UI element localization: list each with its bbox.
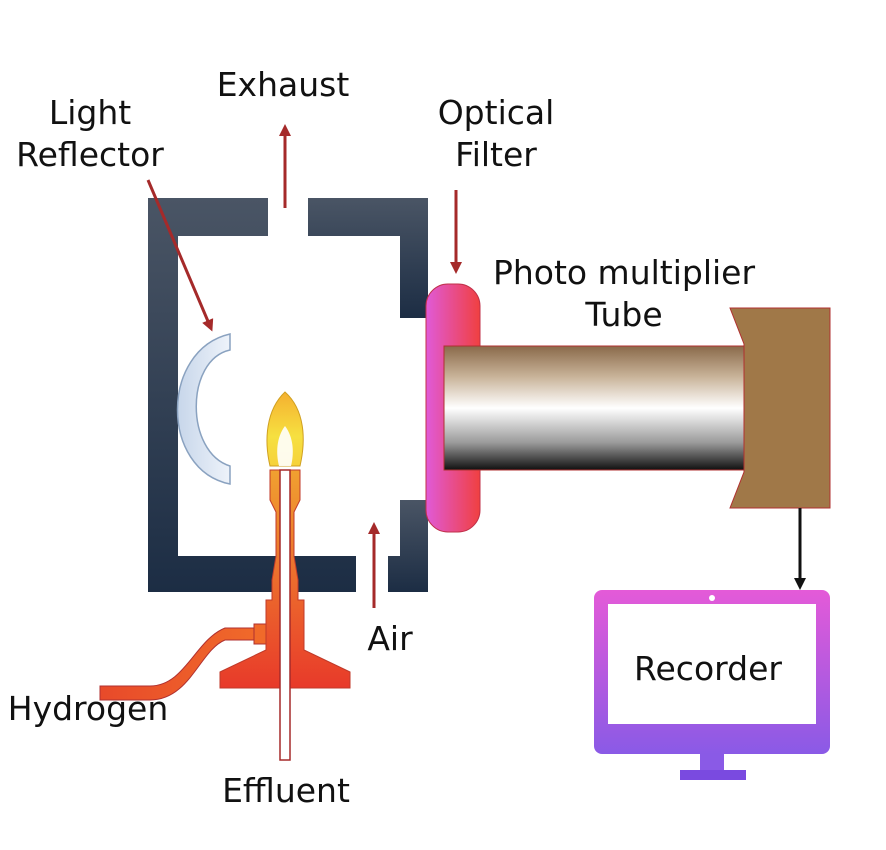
recorder-label: Recorder <box>634 649 782 688</box>
chamber-left-wall <box>148 198 356 592</box>
recorder-monitor: Recorder <box>594 590 830 780</box>
effluent-label: Effluent <box>222 771 350 810</box>
pmt-label-line2: Tube <box>584 295 662 334</box>
light-reflector-label-line2: Reflector <box>16 135 164 174</box>
monitor-neck <box>700 754 724 770</box>
hydrogen-label: Hydrogen <box>8 689 169 728</box>
monitor-stand <box>680 770 746 780</box>
detector-chamber <box>148 198 428 592</box>
photo-multiplier-tube <box>443 345 775 471</box>
flame-inner <box>277 426 293 466</box>
optical-filter-label-line2: Filter <box>455 135 537 174</box>
optical-filter-label-line1: Optical <box>438 93 555 132</box>
monitor-screen <box>608 604 816 724</box>
pmt-label-line1: Photo multiplier <box>493 253 756 292</box>
light-reflector-mirror <box>176 333 231 485</box>
chamber-right-wall-upper <box>308 198 428 318</box>
pmt-base <box>729 307 831 509</box>
chamber-right-wall-lower <box>388 500 428 592</box>
reflector-pointer-arrow <box>146 179 214 332</box>
light-reflector-label-line1: Light <box>49 93 131 132</box>
effluent-capillary <box>279 469 291 761</box>
flame <box>266 391 304 467</box>
monitor-camera-dot <box>709 595 715 601</box>
air-label: Air <box>367 619 413 658</box>
exhaust-label: Exhaust <box>217 65 350 104</box>
